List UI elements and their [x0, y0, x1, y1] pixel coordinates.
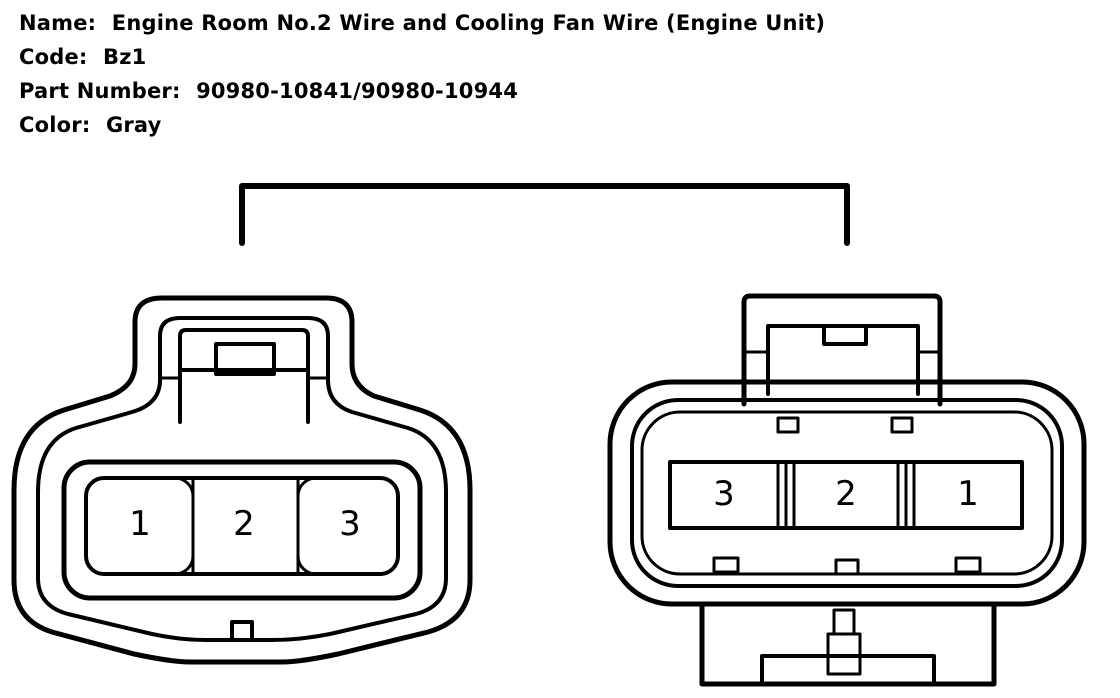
connector-info: Name: Engine Room No.2 Wire and Cooling …	[19, 6, 825, 142]
left-connector-latch-housing	[178, 328, 310, 424]
part-number-label: Part Number:	[19, 79, 181, 103]
right-connector-base-step	[760, 654, 936, 686]
right-connector-rib-bottom-left	[712, 556, 740, 574]
right-connector-rib-bottom-center	[834, 558, 860, 576]
left-connector-cavity-surround	[61, 459, 423, 601]
left-connector-bottom-key	[230, 620, 254, 642]
name-row: Name: Engine Room No.2 Wire and Cooling …	[19, 6, 825, 40]
color-value: Gray	[105, 113, 162, 137]
right-connector-lock-tab	[822, 324, 868, 346]
color-label: Color:	[19, 113, 91, 137]
left-pin-label-1: 1	[129, 504, 151, 544]
name-value: Engine Room No.2 Wire and Cooling Fan Wi…	[111, 11, 826, 35]
right-connector-base	[699, 601, 997, 687]
right-connector: 3 2 1	[607, 293, 1087, 687]
right-connector-rib-top-left	[776, 416, 800, 434]
right-connector-outer-body	[607, 379, 1087, 607]
left-connector-inner-body	[36, 316, 448, 642]
name-label: Name:	[19, 11, 97, 35]
right-pin-label-3: 3	[713, 474, 735, 514]
left-connector-lock-tab	[214, 342, 276, 376]
right-connector-top-housing	[741, 293, 943, 407]
left-pin-cell-3	[296, 476, 400, 576]
right-pin-cell-1	[912, 460, 1024, 530]
part-number-row: Part Number: 90980-10841/90980-10944	[19, 74, 825, 108]
left-pin-label-2: 2	[233, 504, 255, 544]
right-connector-key-stem	[826, 632, 862, 676]
mating-bracket	[239, 183, 850, 246]
right-connector-rib-bottom-right	[954, 556, 982, 574]
left-pin-label-3: 3	[339, 504, 361, 544]
right-connector-inner-ring	[630, 398, 1064, 588]
right-pin-cell-2	[792, 460, 900, 530]
right-connector-lock-frame	[766, 324, 920, 396]
left-connector-outer-body	[11, 295, 473, 665]
right-connector-rib-top-right	[890, 416, 914, 434]
right-pin-cell-3	[668, 460, 780, 530]
code-row: Code: Bz1	[19, 40, 825, 74]
part-number-value: 90980-10841/90980-10944	[196, 79, 519, 103]
code-label: Code:	[19, 45, 88, 69]
color-row: Color: Gray	[19, 108, 825, 142]
left-connector: 1 2 3	[11, 295, 473, 665]
right-pin-label-2: 2	[835, 474, 857, 514]
right-pin-label-1: 1	[957, 474, 979, 514]
right-connector-key-post	[832, 608, 856, 636]
code-value: Bz1	[103, 45, 147, 69]
